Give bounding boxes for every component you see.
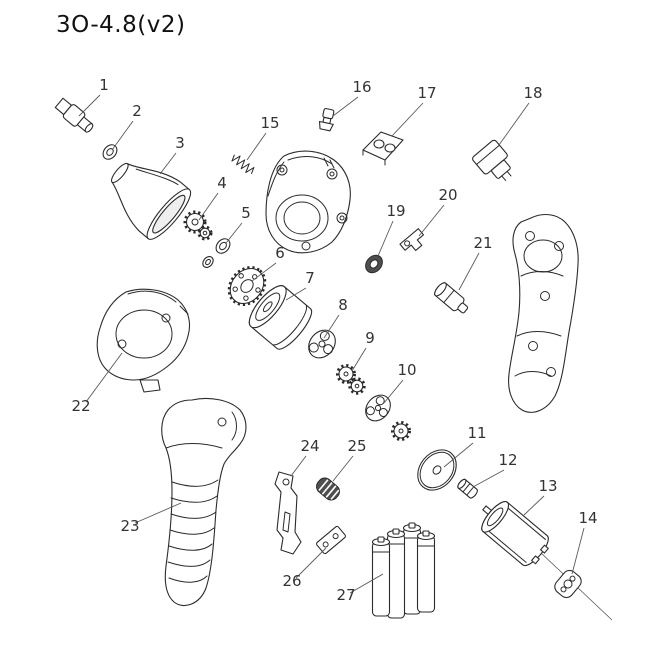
part-14-motor-end-plate [554, 569, 582, 599]
part-3-clutch-cone [110, 162, 192, 240]
part-label-23: 23 [120, 517, 139, 535]
part-2-washer [102, 144, 118, 160]
leader-line-21 [458, 252, 480, 291]
leader-line-14 [571, 527, 585, 575]
leader-line-19 [377, 220, 394, 257]
part-label-6: 6 [275, 244, 285, 262]
leader-line-4 [198, 192, 219, 221]
leader-line-27 [349, 573, 384, 594]
part-label-3: 3 [175, 134, 185, 152]
part-label-2: 2 [132, 102, 142, 120]
part-9-planet-gears [336, 364, 366, 395]
part-label-1: 1 [99, 76, 109, 94]
part-label-26: 26 [282, 572, 301, 590]
leader-line-1 [78, 94, 101, 117]
part-11-shim-washer [417, 449, 457, 491]
part-17-switch-plate [362, 131, 404, 166]
part-8-planet-carrier [308, 329, 336, 359]
leader-line-22 [85, 352, 123, 403]
part-label-20: 20 [438, 186, 457, 204]
leader-line-15 [246, 132, 267, 161]
part-label-22: 22 [71, 397, 90, 415]
leader-line-6 [251, 262, 277, 282]
leader-line-8 [323, 314, 340, 339]
part-label-27: 27 [336, 586, 355, 604]
part-25-spring-sleeve [316, 477, 340, 501]
leader-line-7 [285, 287, 307, 301]
diagram-title: 3O-4.8(v2) [56, 12, 186, 38]
leader-line-5 [225, 222, 243, 244]
part-label-19: 19 [386, 202, 405, 220]
leader-line-25 [332, 455, 354, 482]
leader-line-10 [383, 379, 404, 404]
part-label-11: 11 [467, 424, 486, 442]
part-label-18: 18 [523, 84, 542, 102]
part-label-25: 25 [347, 437, 366, 455]
part-23-handle-grip [161, 397, 247, 606]
leader-line-11 [443, 442, 474, 468]
part-24-contact-bracket [274, 471, 302, 555]
part-20-lever [399, 228, 425, 252]
leader-line-23 [134, 502, 182, 524]
leader-line-12 [472, 469, 505, 488]
part-26-contact-plate [316, 525, 346, 555]
part-label-24: 24 [300, 437, 319, 455]
leader-line-3 [159, 152, 177, 175]
part-27-battery-pack [371, 522, 436, 619]
part-19-grommet [365, 254, 383, 274]
gearbox-housing [265, 150, 351, 254]
part-18-switch [472, 139, 512, 181]
leader-line-17 [391, 102, 424, 137]
part-label-15: 15 [260, 114, 279, 132]
part-label-21: 21 [473, 234, 492, 252]
part-4-gear [183, 210, 213, 241]
housing-right-shell [508, 213, 579, 413]
part-label-7: 7 [305, 269, 315, 287]
leader-line-16 [332, 96, 359, 117]
part-22-housing-left-shell [96, 288, 191, 393]
leader-line-9 [351, 347, 367, 372]
part-label-4: 4 [217, 174, 227, 192]
part-7-ring-gear-drum [248, 285, 313, 350]
part-label-8: 8 [338, 296, 348, 314]
leader-line-18 [498, 102, 530, 146]
leader-line-24 [290, 455, 307, 477]
leader-line-20 [418, 204, 445, 237]
part-1-bit-adapter [54, 97, 94, 133]
part-15-spring [231, 154, 255, 174]
part-6-clutch-plate [227, 266, 267, 306]
part-label-10: 10 [397, 361, 416, 379]
part-label-12: 12 [498, 451, 517, 469]
part-label-17: 17 [417, 84, 436, 102]
part-label-5: 5 [241, 204, 251, 222]
leader-line-2 [111, 120, 134, 151]
part-13-motor [481, 501, 549, 567]
part-21-contact-sleeve [434, 282, 469, 314]
part-16-button [318, 108, 335, 132]
part-10-planet-carrier-2 [365, 394, 411, 441]
part-label-16: 16 [352, 78, 371, 96]
part-label-14: 14 [578, 509, 597, 527]
leader-line-13 [523, 495, 545, 516]
part-12-motor-pinion [457, 478, 478, 499]
leader-line-26 [295, 547, 327, 579]
part-label-9: 9 [365, 329, 375, 347]
part-label-13: 13 [538, 477, 557, 495]
